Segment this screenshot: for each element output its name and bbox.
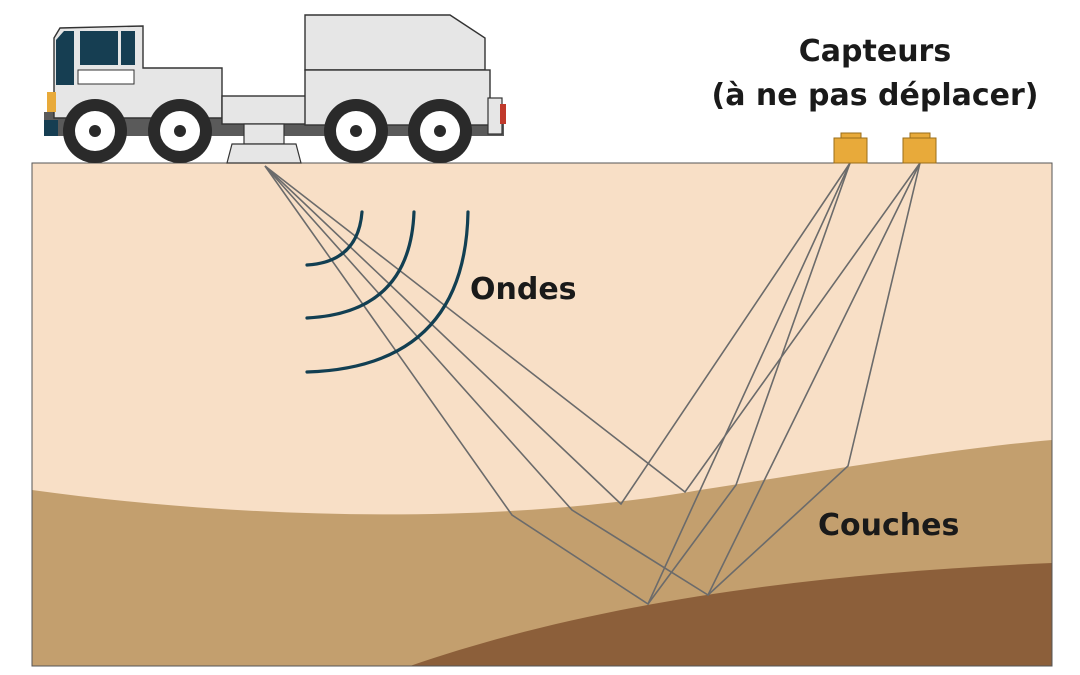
wave-arc (305, 210, 416, 320)
sensors-label-line2: (à ne pas déplacer) (711, 78, 1039, 113)
seismic-rays (264, 162, 921, 606)
deep-rock-layer (410, 563, 1052, 666)
sensors-label-line1: Capteurs (798, 34, 952, 69)
ground-frame (31, 162, 1053, 667)
ray-line (264, 162, 851, 606)
ray-line (707, 162, 921, 596)
layers-label: Couches (818, 508, 960, 543)
wave-arcs (305, 210, 470, 374)
wheel-icon (408, 99, 472, 163)
wheel-icon (324, 99, 388, 163)
waves-label: Ondes (470, 272, 577, 307)
sensor-icon (902, 132, 937, 164)
sensor-icon (833, 132, 868, 164)
wheel-icon (63, 99, 127, 163)
ray-line (264, 162, 921, 494)
ray-line (264, 162, 851, 506)
wave-arc (305, 210, 470, 374)
vibroseis-truck-icon (44, 14, 506, 164)
sensors-label: Capteurs (à ne pas déplacer) (700, 30, 1050, 118)
ray-line (647, 162, 851, 605)
wheel-icon (148, 99, 212, 163)
wave-arc (305, 210, 364, 267)
